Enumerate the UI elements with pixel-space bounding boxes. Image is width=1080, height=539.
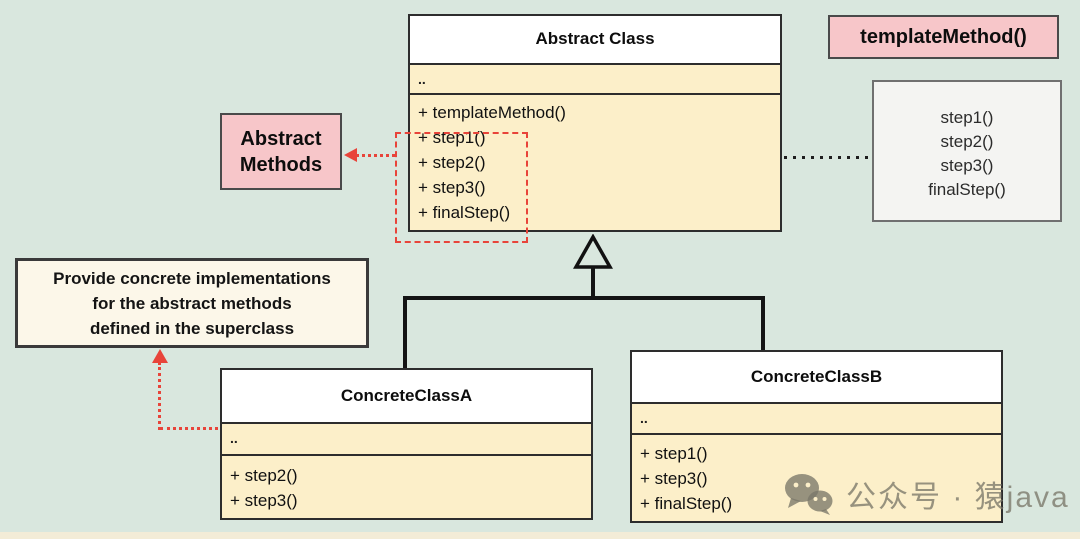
- wechat-icon: [785, 474, 833, 515]
- method-item: + step3(): [230, 491, 298, 510]
- red-arrow-to-note-vertical: [158, 362, 161, 430]
- abstract-class-title: Abstract Class: [410, 16, 780, 65]
- step-item: step3(): [940, 156, 994, 175]
- method-item: + finalStep(): [418, 203, 511, 222]
- method-item: + step3(): [640, 469, 708, 488]
- inheritance-drop-to-class-b: [761, 296, 765, 352]
- method-item: + finalStep(): [640, 494, 733, 513]
- method-item: + templateMethod(): [418, 103, 566, 122]
- concrete-class-a-box: ConcreteClassA .. + step2() + step3(): [220, 368, 593, 520]
- inheritance-stem: [591, 267, 595, 298]
- watermark-text: 公众号 · 猿java: [846, 481, 1070, 514]
- inheritance-horizontal-line: [403, 296, 765, 300]
- red-arrow-to-note-horizontal: [160, 427, 218, 430]
- abstract-methods-highlight-rect: [395, 132, 528, 243]
- note-line: for the abstract methods: [92, 293, 292, 313]
- inheritance-drop-to-class-a: [403, 296, 407, 368]
- concrete-class-a-methods: + step2() + step3(): [222, 456, 591, 518]
- concrete-class-b-attributes: ..: [632, 404, 1001, 435]
- template-method-label: templateMethod(): [828, 15, 1059, 59]
- red-arrow-to-note-head: [152, 349, 168, 363]
- note-line: Provide concrete implementations: [53, 268, 331, 288]
- red-arrow-to-abstract-methods-line: [356, 154, 395, 157]
- concrete-class-a-attributes: ..: [222, 424, 591, 456]
- step-item: step1(): [940, 108, 994, 127]
- concrete-class-b-title: ConcreteClassB: [632, 352, 1001, 405]
- method-item: + step2(): [230, 466, 298, 485]
- concrete-class-b-methods: + step1() + step3() + finalStep(): [632, 435, 1001, 521]
- abstract-methods-callout-line: Abstract: [240, 127, 322, 150]
- inheritance-triangle-icon: [573, 234, 613, 269]
- note-line: defined in the superclass: [89, 318, 295, 338]
- steps-list-box: step1() step2() step3() finalStep(): [872, 80, 1062, 222]
- bottom-strip: [0, 532, 1080, 539]
- red-arrow-to-abstract-methods-head: [344, 148, 357, 162]
- watermark: 公众号 · 猿java: [782, 470, 1070, 518]
- abstract-methods-callout-line: Methods: [239, 153, 323, 176]
- method-item: + step2(): [418, 153, 486, 172]
- abstract-class-attributes: ..: [410, 65, 780, 95]
- method-item: + step1(): [640, 444, 708, 463]
- abstract-methods-callout: Abstract Methods: [220, 113, 342, 190]
- concrete-note-box: Provide concrete implementations for the…: [15, 258, 369, 348]
- dotted-connector-line: [784, 156, 870, 159]
- method-item: + step3(): [418, 178, 486, 197]
- step-item: finalStep(): [928, 180, 1006, 199]
- concrete-class-a-title: ConcreteClassA: [222, 370, 591, 425]
- step-item: step2(): [940, 132, 994, 151]
